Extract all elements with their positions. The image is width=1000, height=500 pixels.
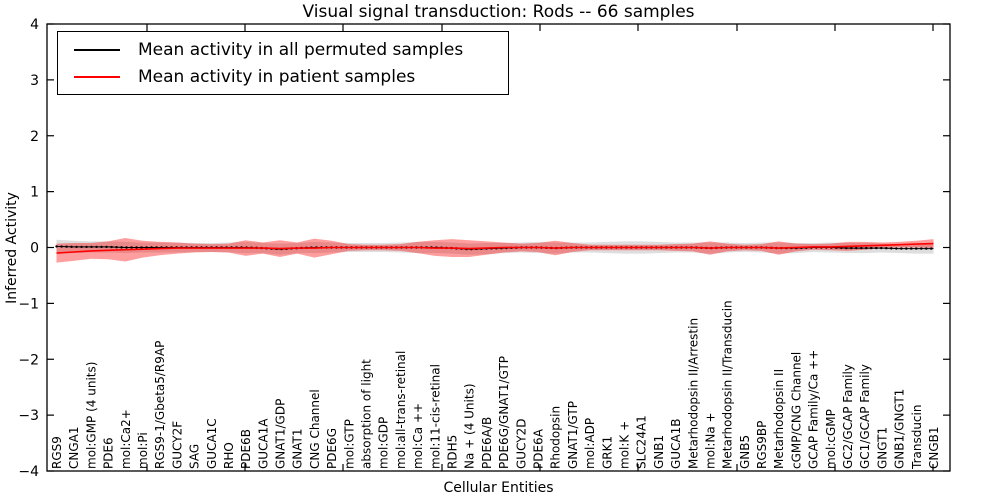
x-tick-label: GC1/GCAP Family <box>858 364 872 469</box>
x-tick-label: PDE6G/GNAT1/GTP <box>497 356 511 469</box>
x-tick-label: Rhodopsin <box>549 406 563 469</box>
x-tick-label: mol:GTP <box>342 419 356 469</box>
x-tick-label: absorption of light <box>360 359 374 469</box>
x-tick-label: PDE6G <box>325 428 339 469</box>
x-tick-label: GUCA1A <box>256 418 270 469</box>
x-tick-label: RGS9 <box>50 436 64 469</box>
x-axis-label: Cellular Entities <box>443 480 554 496</box>
x-tick-label: GUCA1C <box>205 418 219 469</box>
legend-entry-permuted: Mean activity in all permuted samples <box>58 37 508 63</box>
x-tick-label: RGS9-1/Gbeta5/R9AP <box>153 341 167 469</box>
x-tick-label: GUCY2F <box>170 421 184 469</box>
y-tick-label: −3 <box>18 408 39 424</box>
x-tick-label: mol:Ca ++ <box>411 403 425 469</box>
x-tick-label: Transducin <box>910 405 924 470</box>
x-tick-label: CNG Channel <box>308 389 322 469</box>
y-tick-label: 1 <box>30 185 39 201</box>
y-tick-label: 0 <box>30 241 39 257</box>
x-tick-label: SAG <box>188 444 202 469</box>
x-tick-label: mol:GMP (4 units) <box>84 362 98 469</box>
x-tick-label: mol:Ca2+ <box>119 409 133 469</box>
x-tick-label: GNGT1 <box>875 427 889 469</box>
legend-label-patient: Mean activity in patient samples <box>138 66 416 87</box>
x-tick-label: RDH5 <box>446 435 460 469</box>
y-tick-label: −2 <box>18 352 39 368</box>
x-tick-label: GUCY2D <box>514 419 528 469</box>
x-tick-label: mol:11-cis-retinal <box>428 364 442 469</box>
patient-mean-line <box>56 242 934 254</box>
x-tick-label: GNAT1/GDP <box>274 399 288 469</box>
x-tick-label: SLC24A1 <box>635 415 649 469</box>
x-tick-label: GC2/GCAP Family <box>841 364 855 469</box>
x-tick-label: GCAP Family/Ca ++ <box>807 350 821 469</box>
x-tick-label: RHO <box>222 442 236 469</box>
x-tick-label: mol:ADP <box>583 418 597 469</box>
x-tick-label: mol:Na + <box>703 412 717 469</box>
x-tick-label: mol:Pi <box>136 432 150 469</box>
x-tick-label: Na + (4 Units) <box>463 383 477 469</box>
x-tick-label: PDE6B <box>239 429 253 469</box>
patient-band <box>56 238 934 263</box>
x-tick-label: PDE6A/B <box>480 417 494 469</box>
x-tick-label: PDE6 <box>102 437 116 469</box>
x-tick-label: CNGA1 <box>67 427 81 470</box>
x-tick-label: mol:cGMP <box>824 409 838 469</box>
y-tick-label: −4 <box>18 464 39 480</box>
x-tick-label: mol:GDP <box>377 417 391 469</box>
x-tick-label: GNB1 <box>652 435 666 469</box>
permuted-line-swatch <box>74 48 120 51</box>
x-tick-label: GRK1 <box>600 436 614 469</box>
patient-line-swatch <box>74 75 120 78</box>
y-tick-label: 3 <box>30 73 39 89</box>
y-tick-label: 4 <box>30 17 39 33</box>
x-tick-label: cGMP/CNG Channel <box>789 352 803 469</box>
x-tick-label: RGS9BP <box>755 421 769 469</box>
x-tick-label: GNB5 <box>738 435 752 469</box>
x-tick-label: PDE6A <box>531 428 545 469</box>
chart-title: Visual signal transduction: Rods -- 66 s… <box>302 2 695 22</box>
legend-label-permuted: Mean activity in all permuted samples <box>138 39 464 60</box>
x-tick-label: mol:K + <box>617 421 631 469</box>
y-tick-label: −1 <box>18 296 39 312</box>
x-tick-label: Metarhodopsin II/Arrestin <box>686 318 700 469</box>
x-tick-label: GNAT1/GTP <box>566 401 580 469</box>
x-tick-label: Metarhodopsin II/Transducin <box>721 300 735 469</box>
x-tick-label: GNB1/GNGT1 <box>893 389 907 469</box>
x-tick-label: GNAT1 <box>291 428 305 469</box>
x-tick-label: CNGB1 <box>927 426 941 469</box>
legend-entry-patient: Mean activity in patient samples <box>58 64 508 90</box>
x-tick-label: mol:all-trans-retinal <box>394 351 408 469</box>
y-tick-label: 2 <box>30 129 39 145</box>
x-tick-label: GUCA1B <box>669 418 683 469</box>
x-tick-label: Metarhodopsin II <box>772 369 786 469</box>
legend: Mean activity in all permuted samples Me… <box>57 31 509 95</box>
